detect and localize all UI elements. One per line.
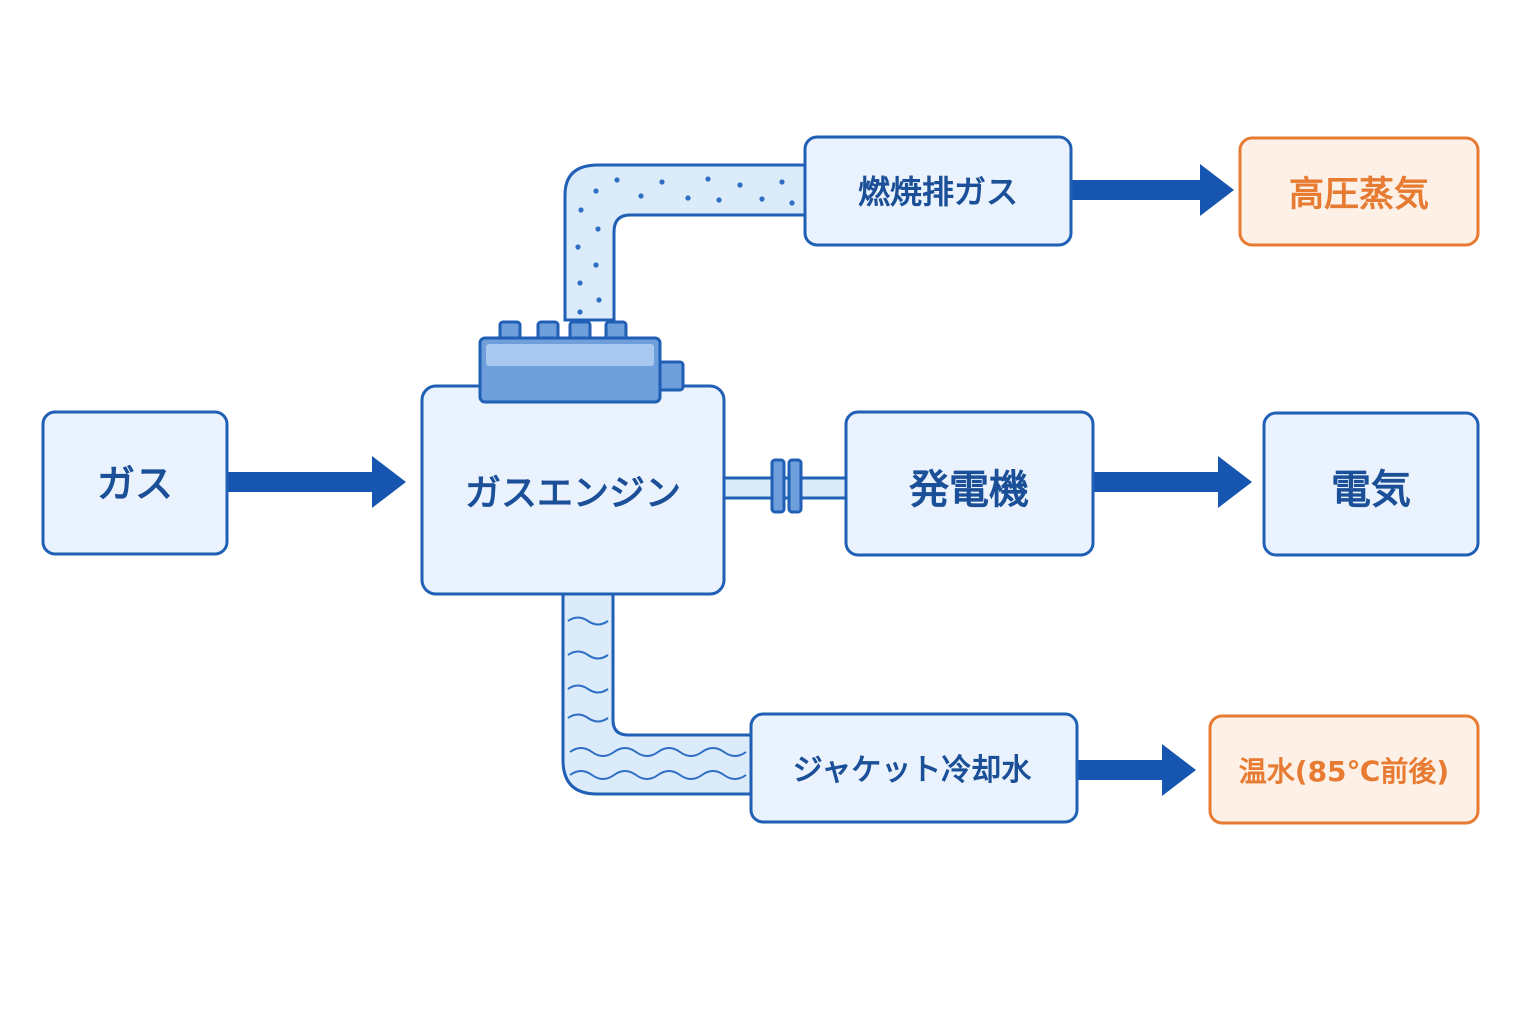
generator-label: 発電機 — [909, 467, 1029, 513]
water-waves — [567, 616, 747, 780]
electricity-label: 電気 — [1331, 467, 1411, 513]
generator-node: 発電機 — [844, 410, 1095, 557]
gas-engine-label: ガスエンジン — [465, 473, 681, 514]
hot-water-node: 温水(85℃前後) — [1208, 714, 1480, 825]
exhaust-gas-node: 燃焼排ガス — [803, 135, 1073, 247]
gas-engine-node: ガスエンジン — [420, 384, 726, 596]
gas-label: ガス — [97, 462, 173, 506]
high-pressure-steam-node: 高圧蒸気 — [1238, 136, 1480, 247]
jacket-cooling-water-label: ジャケット冷却水 — [793, 753, 1032, 788]
hot-water-label: 温水(85℃前後) — [1239, 755, 1449, 788]
exhaust-pipe — [563, 163, 810, 322]
exhaust-dots — [575, 176, 795, 315]
arrow-generator-to-electricity — [1094, 456, 1252, 508]
flow-arrows — [228, 164, 1252, 796]
engine-manifold-icon — [478, 320, 685, 404]
arrow-jacket-to-hot-water — [1078, 744, 1196, 796]
arrow-gas-to-engine — [228, 456, 406, 508]
high-pressure-steam-label: 高圧蒸気 — [1289, 175, 1429, 215]
electricity-node: 電気 — [1262, 411, 1480, 557]
drive-shaft — [720, 458, 850, 514]
jacket-cooling-water-node: ジャケット冷却水 — [749, 712, 1079, 824]
gas-node: ガス — [41, 410, 229, 556]
exhaust-gas-label: 燃焼排ガス — [858, 173, 1018, 211]
shaft-coupling-icon — [770, 458, 803, 514]
arrow-exhaust-to-steam — [1072, 164, 1234, 216]
